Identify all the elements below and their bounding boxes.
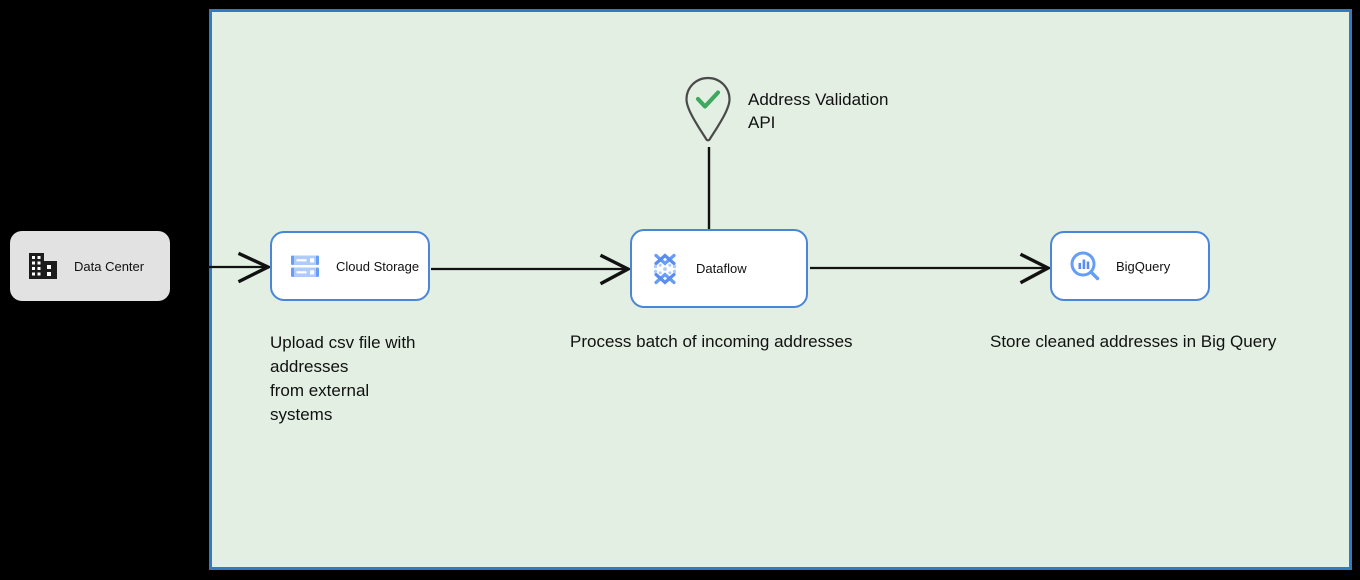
node-label-data-center: Data Center: [74, 258, 145, 274]
node-label-dataflow: Dataflow: [696, 261, 747, 276]
data-center-building-icon: [29, 253, 57, 279]
caption-store: Store cleaned addresses in Big Query: [990, 332, 1277, 351]
label-address-validation-api: Address Validation API: [748, 90, 889, 132]
node-address-validation-api[interactable]: [684, 76, 732, 142]
node-label-cloud-storage: Cloud Storage: [336, 258, 420, 274]
location-pin-check-icon: [685, 76, 731, 142]
cloud-storage-icon: [291, 255, 319, 277]
node-label-bigquery: BigQuery: [1116, 258, 1171, 274]
node-dataflow[interactable]: Dataflow: [630, 229, 808, 308]
bigquery-icon: [1070, 251, 1100, 281]
node-bigquery[interactable]: BigQuery: [1050, 231, 1210, 301]
caption-upload: Upload csv file with addresses from exte…: [270, 333, 416, 424]
node-data-center[interactable]: Data Center: [10, 231, 170, 301]
dataflow-icon: [653, 252, 677, 285]
caption-process: Process batch of incoming addresses: [570, 332, 853, 351]
node-cloud-storage[interactable]: Cloud Storage: [270, 231, 430, 301]
